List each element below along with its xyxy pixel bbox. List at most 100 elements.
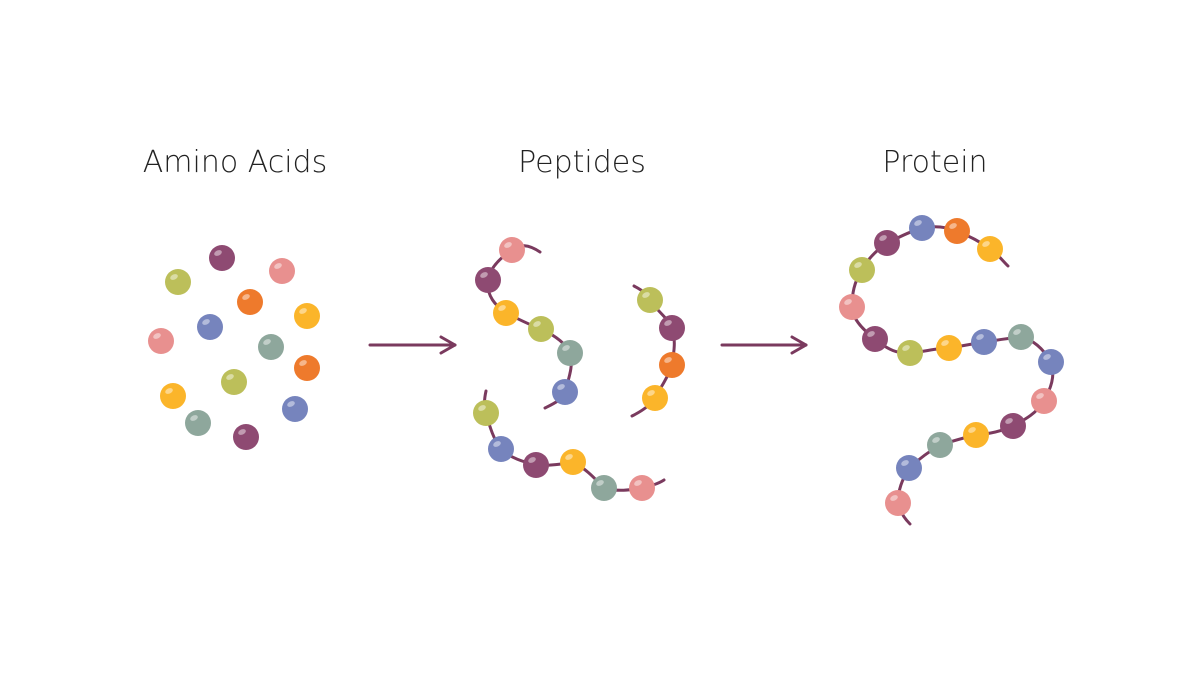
bead-highlight xyxy=(287,401,295,407)
peptide2-bead xyxy=(659,315,685,341)
amino-acid-bead xyxy=(185,410,211,436)
bead-body xyxy=(493,300,519,326)
bead-body xyxy=(1038,349,1064,375)
peptide1-bead xyxy=(499,237,525,263)
bead-body xyxy=(971,329,997,355)
bead-body xyxy=(1031,388,1057,414)
bead-body xyxy=(642,385,668,411)
bead-body xyxy=(896,455,922,481)
bead-body xyxy=(909,215,935,241)
amino-acid-bead xyxy=(233,424,259,450)
stage-title-amino-acids: Amino Acids xyxy=(143,145,327,180)
protein-bead xyxy=(977,236,1003,262)
protein-chain-string xyxy=(850,225,1055,526)
bead-body xyxy=(862,326,888,352)
bead-highlight xyxy=(528,457,536,463)
bead-highlight xyxy=(170,274,178,280)
bead-body xyxy=(209,245,235,271)
bead-highlight xyxy=(642,292,650,298)
bead-highlight xyxy=(274,263,282,269)
bead-highlight xyxy=(932,437,940,443)
protein-bead xyxy=(1008,324,1034,350)
bead-highlight xyxy=(976,334,984,340)
protein-bead xyxy=(944,218,970,244)
bead-highlight xyxy=(263,339,271,345)
bead-body xyxy=(557,340,583,366)
protein-bead xyxy=(927,432,953,458)
bead-body xyxy=(927,432,953,458)
bead-highlight xyxy=(1043,354,1051,360)
amino-acid-bead xyxy=(237,289,263,315)
bead-highlight xyxy=(565,454,573,460)
amino-acid-bead xyxy=(148,328,174,354)
bead-body xyxy=(944,218,970,244)
protein-bead xyxy=(897,340,923,366)
bead-body xyxy=(629,475,655,501)
bead-body xyxy=(473,400,499,426)
bead-body xyxy=(148,328,174,354)
bead-body xyxy=(294,355,320,381)
amino-acid-bead xyxy=(258,334,284,360)
bead-highlight xyxy=(557,384,565,390)
amino-acid-bead xyxy=(282,396,308,422)
protein-bead xyxy=(1038,349,1064,375)
bead-highlight xyxy=(854,262,862,268)
peptide1-bead xyxy=(557,340,583,366)
bead-body xyxy=(221,369,247,395)
bead-body xyxy=(233,424,259,450)
protein-bead xyxy=(909,215,935,241)
bead-highlight xyxy=(478,405,486,411)
protein-bead xyxy=(1031,388,1057,414)
protein-bead xyxy=(849,257,875,283)
bead-highlight xyxy=(242,294,250,300)
bead-body xyxy=(160,383,186,409)
bead-highlight xyxy=(901,460,909,466)
bead-highlight xyxy=(664,320,672,326)
amino-acid-bead xyxy=(294,303,320,329)
protein-bead xyxy=(874,230,900,256)
bead-highlight xyxy=(890,495,898,501)
bead-highlight xyxy=(299,360,307,366)
bead-body xyxy=(560,449,586,475)
bead-body xyxy=(659,315,685,341)
protein-bead xyxy=(1000,413,1026,439)
bead-body xyxy=(552,379,578,405)
bead-body xyxy=(637,287,663,313)
bead-body xyxy=(269,258,295,284)
peptide1-bead xyxy=(475,267,501,293)
peptide2-bead xyxy=(637,287,663,313)
amino-acid-bead xyxy=(165,269,191,295)
bead-highlight xyxy=(914,220,922,226)
bead-highlight xyxy=(504,242,512,248)
bead-highlight xyxy=(202,319,210,325)
bead-highlight xyxy=(153,333,161,339)
bead-highlight xyxy=(165,388,173,394)
protein-bead xyxy=(936,335,962,361)
beads-layer xyxy=(148,215,1064,516)
bead-body xyxy=(977,236,1003,262)
bead-body xyxy=(897,340,923,366)
bead-highlight xyxy=(562,345,570,351)
peptide-chain-3-string xyxy=(483,389,666,492)
amino-acid-bead xyxy=(221,369,247,395)
bead-highlight xyxy=(226,374,234,380)
bead-body xyxy=(1008,324,1034,350)
protein-bead xyxy=(971,329,997,355)
bead-highlight xyxy=(941,340,949,346)
peptide2-bead xyxy=(659,352,685,378)
peptide2-bead xyxy=(642,385,668,411)
peptide1-bead xyxy=(552,379,578,405)
bead-body xyxy=(258,334,284,360)
bead-body xyxy=(591,475,617,501)
bead-highlight xyxy=(879,235,887,241)
bead-body xyxy=(849,257,875,283)
bead-body xyxy=(488,436,514,462)
bead-body xyxy=(659,352,685,378)
bead-highlight xyxy=(238,429,246,435)
protein-bead xyxy=(896,455,922,481)
amino-acid-bead xyxy=(160,383,186,409)
bead-body xyxy=(185,410,211,436)
bead-highlight xyxy=(299,308,307,314)
bead-highlight xyxy=(902,345,910,351)
bead-highlight xyxy=(596,480,604,486)
